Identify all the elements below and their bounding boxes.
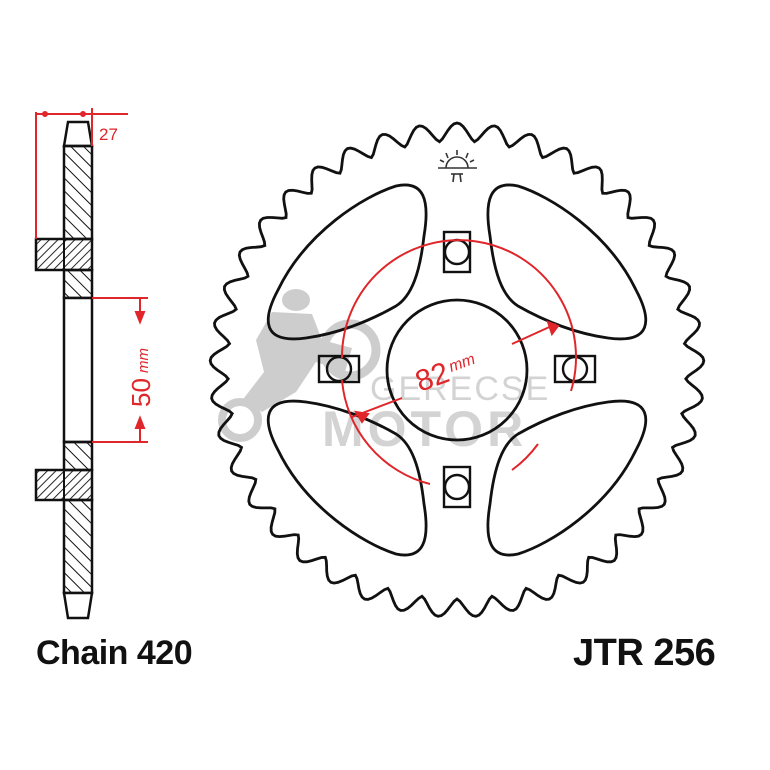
thickness-dimension: [35, 108, 128, 239]
center-bore: [385, 298, 529, 442]
tooth-tip-top: [62, 120, 94, 148]
tooth-tip-bottom: [62, 591, 94, 620]
front-view: [208, 121, 706, 618]
plate-upper: [62, 144, 94, 241]
lightening-cutouts: [266, 183, 648, 557]
bore-section: [62, 296, 94, 444]
side-view: 27 50 mm: [34, 108, 156, 620]
cutout-top-right: [486, 183, 648, 341]
sprocket-tooth-outline: [208, 121, 706, 618]
hub-height-value: 50: [126, 378, 156, 407]
bolt-slot-bottom: [442, 465, 472, 509]
bolt-slot-left: [317, 354, 361, 384]
cutout-bottom-right: [486, 399, 648, 557]
bolt-slot-top: [442, 230, 472, 274]
pcd-dimension: [340, 239, 577, 485]
watermark: GERECSE MOTOR: [218, 289, 548, 457]
watermark-line2: MOTOR: [322, 401, 527, 457]
hub-height-unit: mm: [135, 348, 152, 373]
cutout-bottom-left: [266, 399, 428, 557]
chain-size-label: Chain 420: [36, 634, 193, 672]
bolt-slot-right: [553, 354, 597, 384]
cutout-top-left: [266, 183, 428, 341]
plate-lower: [62, 498, 94, 595]
jt-sun-logo-icon: [438, 150, 477, 183]
bolt-slots: [317, 230, 597, 509]
part-number-label: JTR 256: [573, 632, 716, 674]
hub-height-dimension: [92, 297, 148, 443]
thickness-value: 27: [99, 125, 118, 144]
